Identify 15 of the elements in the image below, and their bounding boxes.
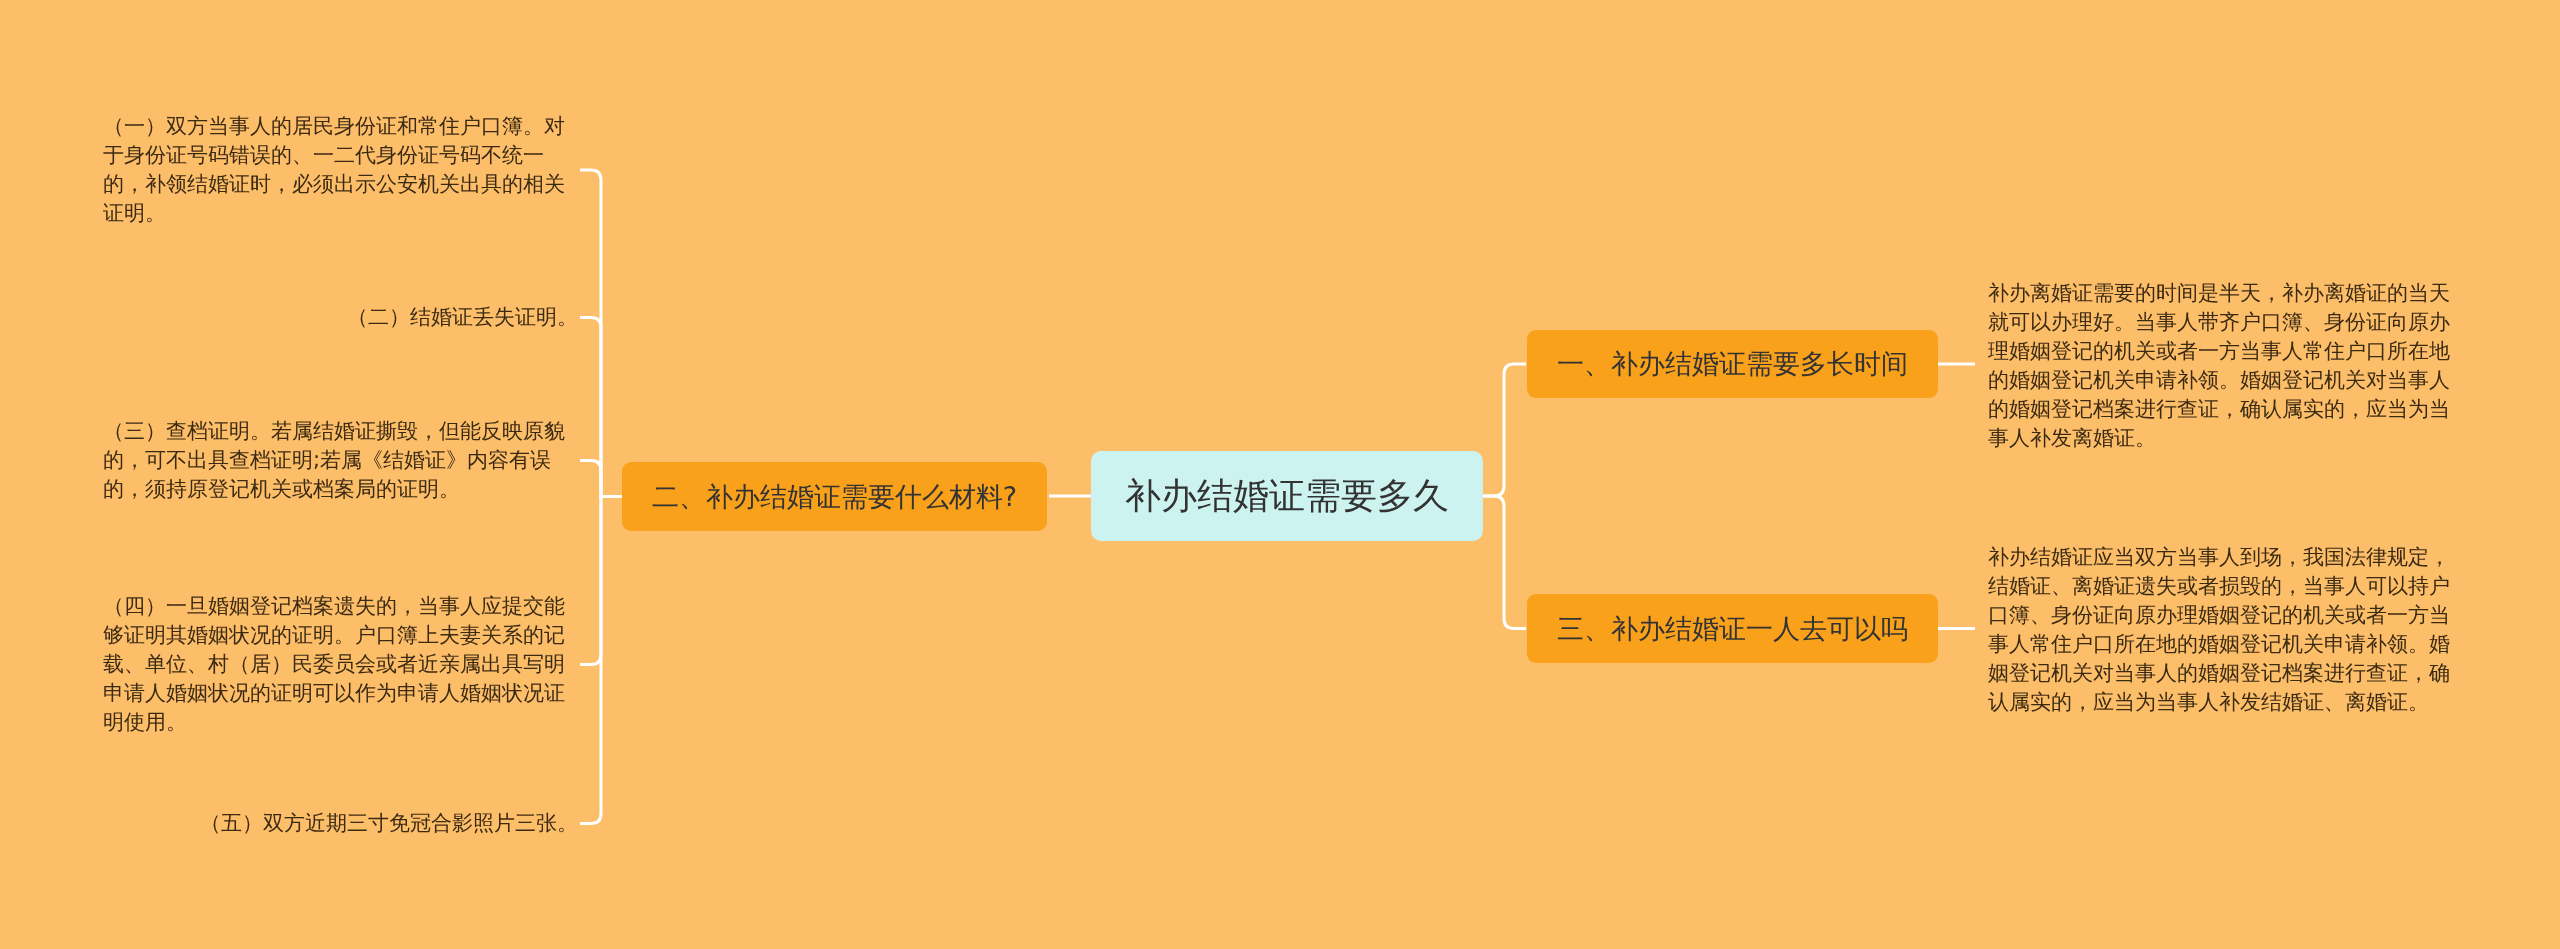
connector-line [1938,627,1975,630]
connector-line [1938,362,1975,366]
note-text: （二）结婚证丢失证明。 [347,302,578,332]
note-text: （三）查档证明。若属结婚证撕毁，但能反映原貌的，可不出具查档证明;若属《结婚证》内容有误的，须持原登记机关或档案局的证明。 [103,416,578,504]
note-text: 补办离婚证需要的时间是半天，补办离婚证的当天就可以办理好。当事人带齐户口簿、身份证向原办理婚姻登记的机关或者一方当事人常住户口所在地的婚姻登记机关申请补领。婚姻登记机关对当事人的婚姻登记档案进行查证，确认属实的，应当为当事人补发离婚证。 [1988,279,2458,453]
topic-box: 补办结婚证需要多久 [1091,451,1483,541]
note-text: （一）双方当事人的居民身份证和常住户口簿。对于身份证号码错误的、一二代身份证号码不统一的，补领结婚证时，必须出示公安机关出具的相关证明。 [103,112,578,228]
connector-line [1049,494,1091,498]
connector-line [1483,494,1526,630]
note-text: （四）一旦婚姻登记档案遗失的，当事人应提交能够证明其婚姻状况的证明。户口簿上夫妻关系的记载、单位、村（居）民委员会或者近亲属出具写明申请人婚姻状况的证明可以作为申请人婚姻状况证明使用。 [103,591,578,737]
note-text: （五）双方近期三寸免冠合影照片三张。 [200,808,578,838]
subtopic-box: 二、补办结婚证需要什么材料? [622,462,1047,531]
subtopic-box: 三、补办结婚证一人去可以吗 [1527,594,1938,663]
note-text: 补办结婚证应当双方当事人到场，我国法律规定，结婚证、离婚证遗失或者损毁的，当事人可以持户口簿、身份证向原办理婚姻登记的机关或者一方当事人常住户口所在地的婚姻登记机关申请补领。婚姻登记机关对当事人的婚姻登记档案进行查证，确认属实的，应当为当事人补发结婚证、离婚证。 [1988,543,2458,717]
subtopic-box: 一、补办结婚证需要多长时间 [1527,330,1938,398]
